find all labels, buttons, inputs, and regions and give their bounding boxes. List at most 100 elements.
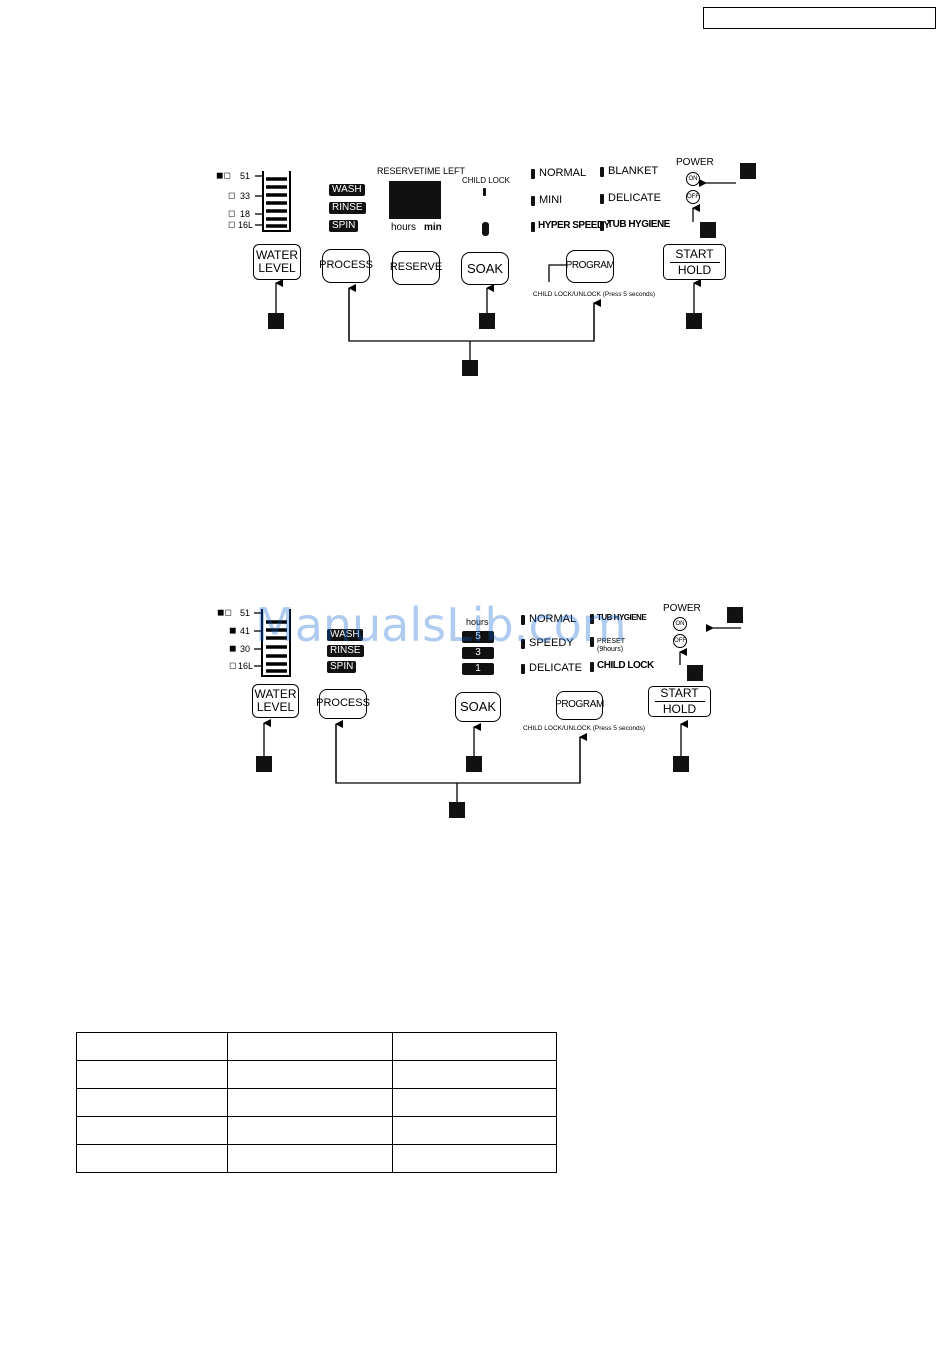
program-blanket: BLANKET <box>608 165 659 177</box>
soak-hours-3: 3 <box>462 647 494 659</box>
callout-square <box>449 802 465 818</box>
water-level-button-line1: WATER <box>254 687 297 702</box>
callout-square <box>673 756 689 772</box>
callout-square <box>727 607 743 623</box>
reserve-button[interactable]: RESERVE <box>390 251 442 285</box>
bucket-icon: ◻ <box>229 660 237 670</box>
table-cell <box>392 1032 557 1061</box>
program-delicate: DELICATE <box>608 192 661 204</box>
callout-square <box>268 313 284 329</box>
table-row <box>76 1088 557 1117</box>
watermark-text: ManualsLib.com <box>255 598 627 652</box>
power-off-label: OFF <box>674 638 686 644</box>
child-lock-label: CHILD LOCK <box>462 176 511 185</box>
table-cell <box>227 1032 393 1061</box>
program-led <box>531 169 535 179</box>
program-preset: PRESET (9hours) <box>597 638 625 653</box>
power-on-button[interactable]: ON <box>673 617 687 631</box>
start-hold-button[interactable]: START HOLD <box>663 244 726 280</box>
spec-table <box>76 1032 557 1173</box>
program-led <box>521 639 525 649</box>
table-cell <box>227 1060 393 1089</box>
program-delicate: DELICATE <box>529 662 582 674</box>
program-normal: NORMAL <box>529 613 577 625</box>
process-button[interactable]: PROCESS <box>319 249 373 283</box>
program-led <box>521 664 525 674</box>
process-button[interactable]: PROCESS <box>316 689 370 719</box>
program-button[interactable]: PROGRAM <box>565 250 615 283</box>
callout-square <box>479 313 495 329</box>
program-led <box>600 167 604 177</box>
wash-indicator: WASH <box>327 629 363 641</box>
table-cell <box>76 1032 228 1061</box>
program-normal: NORMAL <box>539 167 587 179</box>
table-row <box>76 1032 557 1061</box>
program-led <box>521 615 525 625</box>
water-level-button[interactable]: WATER LEVEL <box>252 684 299 718</box>
header-box <box>703 7 936 29</box>
table-cell <box>392 1060 557 1089</box>
rinse-indicator: RINSE <box>329 202 366 214</box>
program-child-lock: CHILD LOCK <box>597 660 654 671</box>
table-cell <box>76 1144 228 1173</box>
water-level-value: 41 <box>240 626 251 636</box>
power-off-button[interactable]: OFF <box>686 190 700 204</box>
bucket-icon: ◻ <box>228 190 236 200</box>
program-button-label: PROGRAM <box>555 699 604 711</box>
wash-indicator: WASH <box>329 184 365 196</box>
callout-square <box>462 360 478 376</box>
power-label: POWER <box>663 603 701 614</box>
water-level-button-line1: WATER <box>256 248 298 263</box>
soak-button[interactable]: SOAK <box>461 252 509 285</box>
callout-square <box>466 756 482 772</box>
display-heading-reserve: RESERVE <box>377 166 420 176</box>
table-cell <box>76 1116 228 1145</box>
soak-button-label: SOAK <box>466 260 504 276</box>
soak-hours-1: 1 <box>462 663 494 675</box>
bucket-icon: ◼ <box>229 625 237 635</box>
start-hold-divider <box>654 701 705 702</box>
table-cell <box>76 1060 228 1089</box>
callout-square <box>256 756 272 772</box>
table-cell <box>76 1088 228 1117</box>
program-button[interactable]: PROGRAM <box>555 691 604 720</box>
program-led <box>531 222 535 232</box>
bucket-icon: ◼◻ <box>217 607 232 617</box>
hold-label: HOLD <box>677 262 712 277</box>
table-cell <box>392 1088 557 1117</box>
power-off-button[interactable]: OFF <box>673 634 687 648</box>
power-off-label: OFF <box>687 194 699 200</box>
program-led <box>590 637 594 647</box>
program-led <box>590 662 594 672</box>
table-row <box>76 1060 557 1089</box>
bucket-icon: ◻ <box>228 208 236 218</box>
water-level-button[interactable]: WATER LEVEL <box>253 244 301 280</box>
program-speedy: SPEEDY <box>529 637 574 649</box>
program-led <box>531 196 535 206</box>
power-on-label: ON <box>675 621 685 627</box>
power-on-label: ON <box>688 176 698 182</box>
process-button-label: PROCESS <box>316 697 370 710</box>
water-level-value: 51 <box>240 608 251 618</box>
display-unit-min: min <box>424 222 442 233</box>
start-hold-divider <box>669 261 720 263</box>
water-level-value: 18 <box>240 209 251 219</box>
callout-square <box>740 163 756 179</box>
bucket-icon: ◼ <box>229 643 237 653</box>
soak-led <box>482 222 489 236</box>
soak-button[interactable]: SOAK <box>455 692 501 722</box>
water-level-button-line2: LEVEL <box>258 261 296 275</box>
program-button-label: PROGRAM <box>565 260 615 272</box>
program-note: CHILD LOCK/UNLOCK (Press 5 seconds) <box>533 291 656 298</box>
start-hold-button[interactable]: START HOLD <box>648 686 711 717</box>
spin-indicator: SPIN <box>327 661 357 673</box>
time-display <box>389 181 441 219</box>
program-tub-hygiene: TUB HYGIENE <box>607 219 670 230</box>
callout-square <box>687 665 703 681</box>
water-level-value: 30 <box>240 644 251 654</box>
program-note: CHILD LOCK/UNLOCK (Press 5 seconds) <box>523 725 646 732</box>
process-button-label: PROCESS <box>319 259 373 272</box>
program-led <box>600 221 604 231</box>
watermark: ManualsLib.com <box>255 598 627 652</box>
